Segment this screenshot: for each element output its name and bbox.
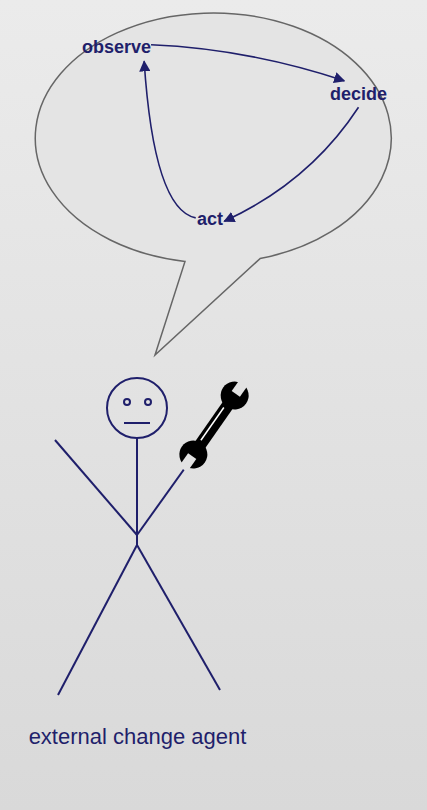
step-text: act: [197, 208, 223, 230]
cycle-step: act: [197, 208, 223, 230]
cycle-arrow: [151, 45, 344, 81]
step-text: decide: [330, 83, 387, 105]
wrench-icon: [172, 373, 257, 478]
cycle-step: observe: [82, 36, 151, 58]
cycle-arrow: [144, 61, 196, 218]
speech-bubble: [35, 13, 391, 355]
step-text: observe: [82, 36, 151, 58]
figure-caption: external change agent: [10, 718, 265, 756]
stick-figure: [55, 378, 220, 695]
cycle-arrow: [224, 107, 358, 221]
cycle-step: decide: [330, 83, 387, 105]
